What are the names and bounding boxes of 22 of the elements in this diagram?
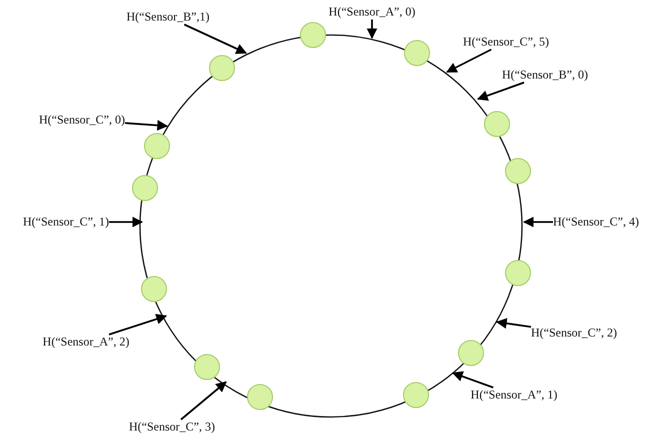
hash-label: H(“Sensor_A”, 1) <box>470 388 558 402</box>
hash-label: H(“Sensor_C”, 0) <box>39 112 125 128</box>
hash-label: H(“Sensor_C”, 4) <box>553 214 639 230</box>
hash-label: H(“Sensor_C”, 3) <box>129 420 215 434</box>
hash-label: H(“Sensor_B”, 0) <box>502 68 588 82</box>
hash-label: H(“Sensor_A”, 2) <box>42 334 130 350</box>
leader-arrow <box>522 216 553 228</box>
hash-label: H(“Sensor_A”, 0) <box>328 4 416 20</box>
leader-arrow <box>124 120 168 131</box>
leader-arrow <box>366 20 378 40</box>
leader-arrow <box>496 318 532 329</box>
leader-arrow <box>108 314 168 336</box>
leader-arrow <box>476 82 524 101</box>
hash-label: H(“Sensor_B”,1) <box>126 10 210 24</box>
leader-arrow <box>180 381 227 420</box>
hash-label: H(“Sensor_C”, 5) <box>463 34 549 50</box>
leader-arrow <box>452 371 494 388</box>
leader-arrow <box>184 24 247 54</box>
leader-arrow <box>446 48 492 73</box>
hash-label: H(“Sensor_C”, 1) <box>23 214 109 230</box>
hash-label: H(“Sensor_C”, 2) <box>531 326 617 340</box>
leader-arrow <box>109 216 144 228</box>
